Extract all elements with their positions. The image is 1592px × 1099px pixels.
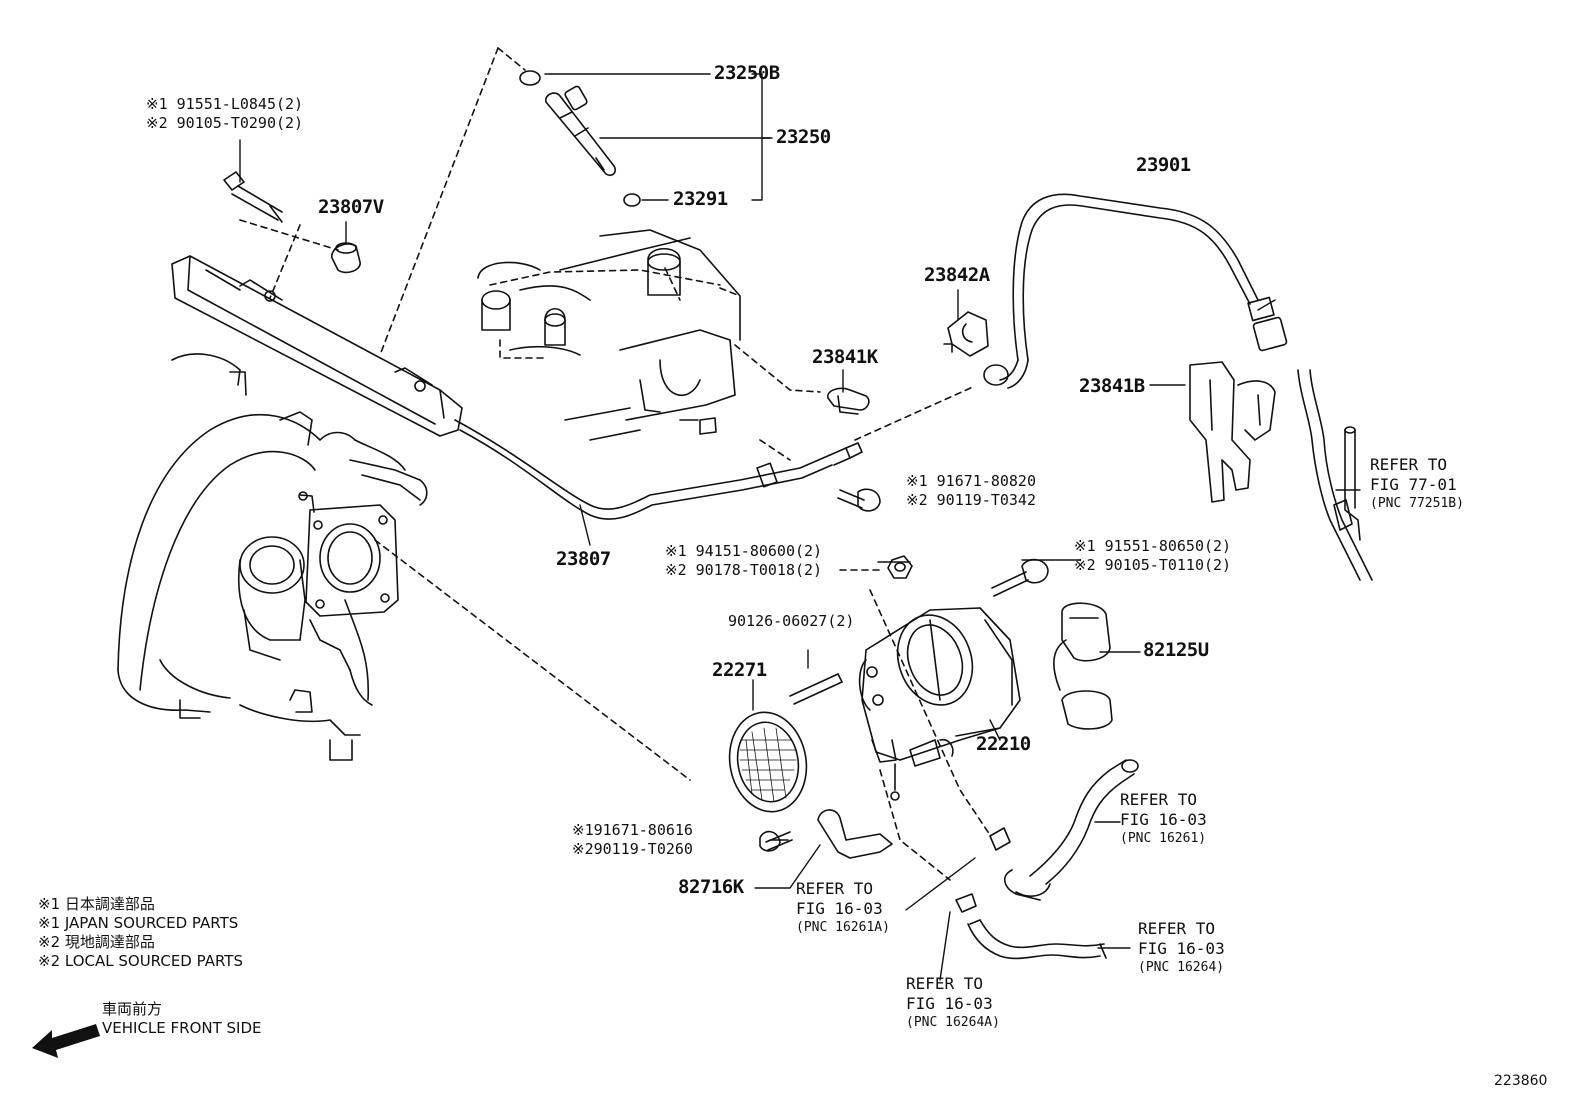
water-hose-16261 — [1004, 759, 1139, 901]
bolt-label-line: ※290119-T0260 — [572, 839, 693, 858]
ref-pnc: (PNC 16261) — [1120, 831, 1207, 846]
bracket-82716k — [817, 809, 893, 859]
nut-label: ※1 94151-80600(2) ※2 90178-T0018(2) — [665, 542, 822, 580]
bolt-91551-80650 — [991, 558, 1049, 597]
ref-line: REFER TO — [796, 879, 874, 898]
legend-line: ※2 LOCAL SOURCED PARTS — [38, 952, 243, 970]
fuel-delivery-rail — [171, 255, 463, 437]
bolt-label-line: ※2 90178-T0018(2) — [665, 560, 823, 579]
ref-line: REFER TO — [1138, 919, 1216, 938]
front-direction-label: 車両前方 VEHICLE FRONT SIDE — [102, 1000, 262, 1038]
bolt-91671-80616 — [759, 830, 793, 852]
bolt-label-mid: ※1 91671-80820 ※2 90119-T0342 — [906, 472, 1036, 510]
sensor-82125u — [1053, 602, 1113, 730]
ref-line: FIG 16-03 — [1138, 939, 1225, 958]
callout-23250b: 23250B — [714, 62, 780, 84]
callout-23807v: 23807V — [318, 196, 384, 218]
ref-fig-16-03-16261a[interactable]: REFER TO FIG 16-03 (PNC 16261A) — [796, 879, 890, 934]
ref-pnc: (PNC 16264A) — [906, 1015, 1000, 1030]
gasket-22271 — [728, 711, 808, 813]
grommet-23807v — [331, 242, 361, 274]
ref-line: FIG 16-03 — [1120, 810, 1207, 829]
legend: ※1 日本調達部品 ※1 JAPAN SOURCED PARTS ※2 現地調達… — [38, 895, 243, 971]
ref-line: FIG 16-03 — [906, 994, 993, 1013]
bolt-label-throttle-body: ※1 91551-80650(2) ※2 90105-T0110(2) — [1074, 537, 1231, 575]
bolt-label-line: ※1 91671-80820 — [906, 472, 1036, 490]
ref-line: REFER TO — [1370, 455, 1448, 474]
assembly-lines — [239, 47, 991, 881]
callout-22271: 22271 — [712, 659, 767, 681]
bolt-label-line: ※1 91551-80650(2) — [1074, 537, 1232, 555]
bracket-23841b — [1189, 361, 1276, 503]
engine-head-hidden — [489, 267, 741, 359]
nut-94151-80600 — [887, 555, 913, 579]
fuel-tube-23807 — [454, 419, 863, 520]
vehicle-front-arrow-icon — [32, 1024, 100, 1058]
stud-90126-06027 — [789, 673, 843, 705]
ref-line: REFER TO — [1120, 790, 1198, 809]
front-label-jp: 車両前方 — [102, 1000, 163, 1018]
front-label-en: VEHICLE FRONT SIDE — [102, 1019, 262, 1037]
engine-head — [477, 229, 741, 441]
bolt-label-line: ※2 90119-T0342 — [906, 490, 1036, 509]
callout-23807: 23807 — [556, 548, 611, 570]
callout-23250: 23250 — [776, 126, 831, 148]
leader-lines — [239, 73, 1361, 981]
bolt-91671-80820 — [837, 488, 881, 512]
bolt-label-line: ※2 90105-T0290(2) — [146, 113, 304, 132]
clamp-23842a — [943, 311, 989, 357]
ref-fig-16-03-16264[interactable]: REFER TO FIG 16-03 (PNC 16264) — [1138, 919, 1225, 974]
vacuum-pipe — [1297, 369, 1373, 581]
bolt-label-bracket: ※191671-80616 ※290119-T0260 — [572, 821, 693, 859]
ref-fig-77-01[interactable]: REFER TO FIG 77-01 (PNC 77251B) — [1370, 455, 1464, 510]
callout-23841b: 23841B — [1079, 375, 1145, 397]
bolt-91551-l0845 — [223, 171, 283, 223]
ref-line: FIG 16-03 — [796, 899, 883, 918]
bolt-label-line: ※1 94151-80600(2) — [665, 542, 823, 560]
callout-82125u: 82125U — [1143, 639, 1209, 661]
ref-fig-16-03-16261[interactable]: REFER TO FIG 16-03 (PNC 16261) — [1120, 790, 1207, 845]
ref-line: REFER TO — [906, 974, 984, 993]
water-hose-16264 — [967, 919, 1107, 960]
bolt-label-line: ※2 90105-T0110(2) — [1074, 555, 1232, 574]
clip-23841k — [827, 387, 870, 415]
figure-id: 223860 — [1494, 1073, 1548, 1089]
hose-fittings — [955, 827, 1011, 913]
callout-82716k: 82716K — [678, 876, 744, 898]
injector-23250 — [519, 70, 641, 207]
bolt-label-line: ※191671-80616 — [572, 821, 693, 839]
hose-23901 — [983, 193, 1288, 389]
callout-22210: 22210 — [976, 733, 1031, 755]
throttle-body-22210 — [858, 607, 1021, 801]
stud-label: 90126-06027(2) — [728, 612, 855, 630]
callout-23842a: 23842A — [924, 264, 990, 286]
bolt-label-line: ※1 91551-L0845(2) — [146, 95, 304, 113]
ref-fig-16-03-16264a[interactable]: REFER TO FIG 16-03 (PNC 16264A) — [906, 974, 1000, 1029]
ref-pnc: (PNC 16261A) — [796, 920, 890, 935]
ref-pnc: (PNC 16264) — [1138, 960, 1225, 975]
legend-line: ※1 JAPAN SOURCED PARTS — [38, 914, 239, 932]
callout-23291: 23291 — [673, 188, 728, 210]
legend-line: ※2 現地調達部品 — [38, 933, 155, 951]
ref-line: FIG 77-01 — [1370, 475, 1457, 494]
callout-23841k: 23841K — [812, 346, 878, 368]
callout-23901: 23901 — [1136, 154, 1191, 176]
intake-manifold — [117, 353, 428, 761]
bolt-label-top-left: ※1 91551-L0845(2) ※2 90105-T0290(2) — [146, 95, 303, 133]
ref-pnc: (PNC 77251B) — [1370, 496, 1464, 511]
legend-line: ※1 日本調達部品 — [38, 895, 155, 913]
